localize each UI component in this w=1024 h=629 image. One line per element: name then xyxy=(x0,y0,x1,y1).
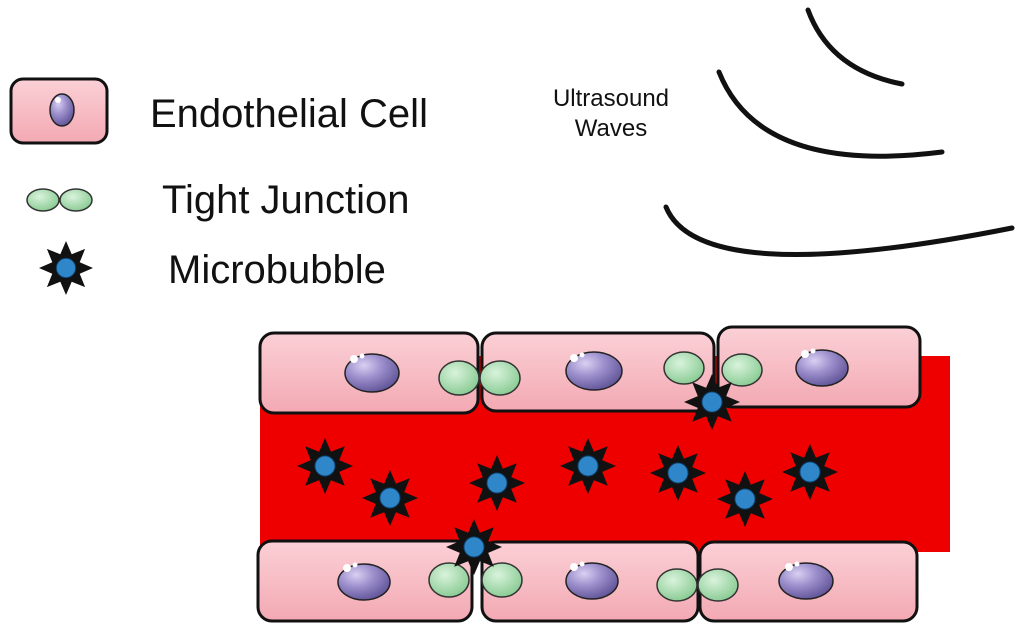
endothelial-cell xyxy=(480,331,716,413)
legend-endothelial-cell-icon xyxy=(9,77,109,145)
ultrasound-label-line2: Waves xyxy=(574,115,648,142)
microbubble xyxy=(297,438,353,494)
bottom-cell-row xyxy=(256,539,919,623)
tight-junction xyxy=(721,353,763,387)
microbubble xyxy=(469,455,525,511)
legend-tight-junction-icon xyxy=(26,188,93,212)
legend-tight-junction-label: Tight Junction xyxy=(162,178,410,222)
endothelial-cell xyxy=(716,325,922,409)
tight-junctions xyxy=(428,351,763,602)
microbubble-core xyxy=(799,461,821,483)
microbubble-core xyxy=(577,455,599,477)
microbubble xyxy=(446,519,502,575)
microbubble-core xyxy=(486,472,508,494)
tight-junction xyxy=(428,562,470,598)
microbubble-core xyxy=(314,455,336,477)
wave-arc-2 xyxy=(716,69,945,159)
legend-microbubble-icon xyxy=(39,241,93,295)
ultrasound-waves xyxy=(663,7,1015,257)
microbubble xyxy=(684,374,740,430)
microbubble-core xyxy=(55,257,77,279)
tight-junction xyxy=(656,568,698,602)
tight-junction xyxy=(479,360,521,396)
microbubble xyxy=(362,470,418,526)
microbubble-core xyxy=(379,487,401,509)
microbubble-core xyxy=(667,462,689,484)
legend-icons xyxy=(9,77,109,295)
endothelial-cell xyxy=(698,540,919,623)
tight-junction xyxy=(438,360,480,396)
legend-endothelial-cell-label: Endothelial Cell xyxy=(150,92,428,136)
endothelial-cell xyxy=(480,540,700,623)
tight-junction xyxy=(481,562,523,598)
top-cell-row xyxy=(258,325,922,415)
legend-microbubble-label: Microbubble xyxy=(168,248,386,292)
microbubble xyxy=(782,444,838,500)
microbubble xyxy=(717,471,773,527)
microbubble xyxy=(560,438,616,494)
microbubble-core xyxy=(701,391,723,413)
microbubble xyxy=(650,445,706,501)
ultrasound-label-line1: Ultrasound xyxy=(552,85,670,112)
microbubble-core xyxy=(463,536,485,558)
ultrasound-label: Ultrasound Waves xyxy=(536,84,686,144)
tight-junction xyxy=(697,568,739,602)
wave-arc-3 xyxy=(663,204,1015,257)
wave-arc-1 xyxy=(805,7,905,87)
microbubbles xyxy=(297,374,838,575)
tight-junction xyxy=(663,351,705,385)
microbubble-core xyxy=(734,488,756,510)
endothelial-cell xyxy=(256,539,474,623)
